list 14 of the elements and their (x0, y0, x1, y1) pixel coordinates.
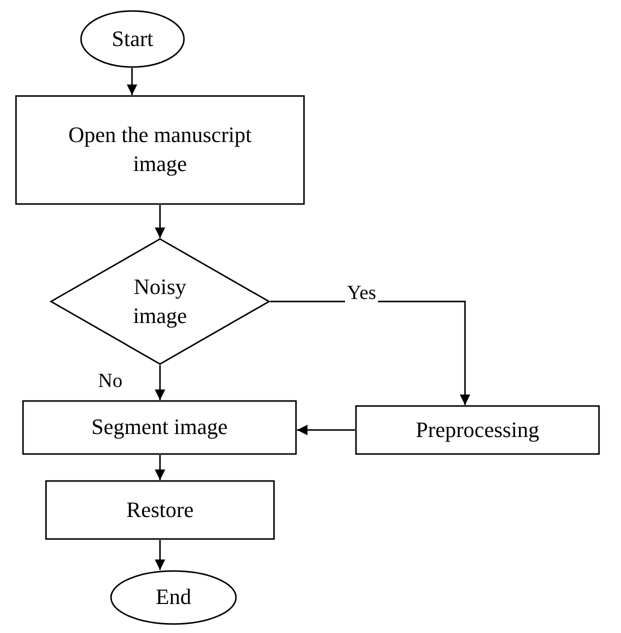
arrow (154, 455, 166, 480)
arrow (126, 68, 138, 95)
node-label: Open the manuscript image (67, 121, 253, 178)
arrow (154, 205, 166, 238)
node-label: Preprocessing (416, 416, 540, 444)
node-label: Restore (126, 496, 194, 524)
arrow (154, 540, 166, 570)
arrow (154, 365, 166, 400)
arrow (297, 424, 355, 436)
node-label: End (156, 583, 192, 612)
node-label: Segment image (91, 413, 228, 442)
arrow (270, 300, 470, 405)
node-label: Start (112, 24, 154, 53)
node-label: Noisy image (132, 272, 188, 330)
